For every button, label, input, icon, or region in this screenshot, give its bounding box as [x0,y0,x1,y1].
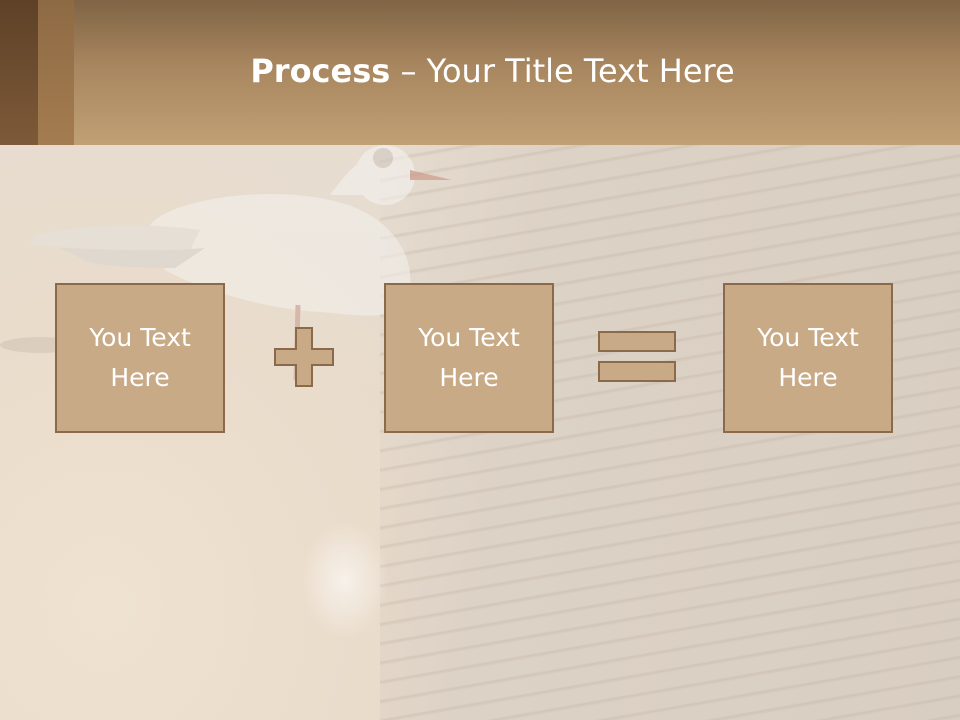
process-box-2[interactable]: You Text Here [384,283,554,433]
process-box-1[interactable]: You Text Here [55,283,225,433]
process-box-label: You Text Here [89,323,191,392]
title-text: Your Title Text Here [426,52,735,90]
sun-glare [300,520,390,640]
equals-icon [598,331,676,382]
process-box-3[interactable]: You Text Here [723,283,893,433]
title-separator: – [390,52,427,90]
title-bold: Process [250,52,391,90]
header-stripe [38,0,74,145]
header-stripe [0,0,38,145]
process-box-label: You Text Here [418,323,520,392]
plus-icon [274,327,334,387]
process-box-label: You Text Here [757,323,859,392]
title-bar: Process – Your Title Text Here [0,0,960,145]
slide-title[interactable]: Process – Your Title Text Here [0,52,960,90]
